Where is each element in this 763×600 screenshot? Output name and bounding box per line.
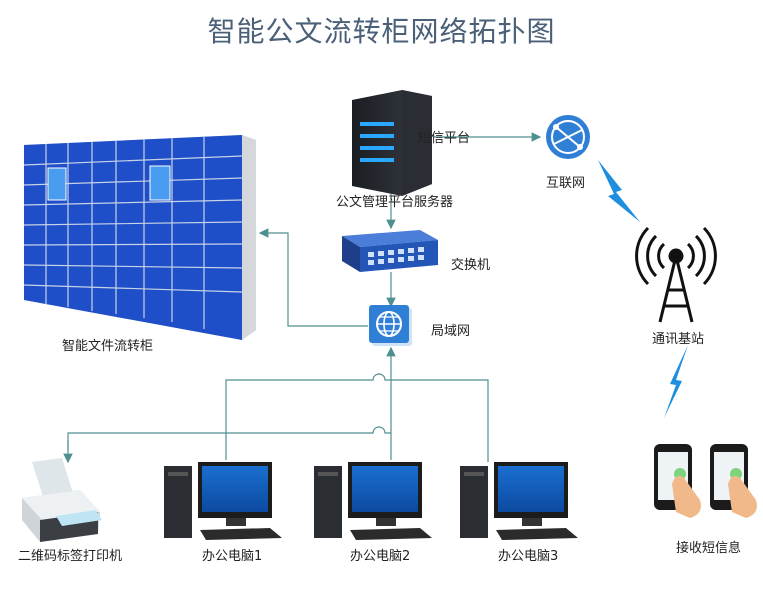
bolt-station-phones (664, 345, 688, 418)
pc2-label: 办公电脑2 (350, 549, 411, 564)
connection-lines (63, 132, 542, 464)
internet-label: 互联网 (546, 176, 586, 191)
bus-lower (67, 426, 391, 450)
pc3-icon (460, 462, 578, 540)
bus-upper (225, 373, 489, 462)
phones-icon (654, 444, 757, 518)
phone-left (654, 444, 701, 518)
switch-icon (342, 230, 438, 272)
printer-icon (22, 458, 102, 542)
server-label: 公文管理平台服务器 (336, 195, 454, 210)
sms-platform-label: 短信平台 (418, 131, 471, 146)
lan-icon (369, 305, 412, 346)
server-icon (352, 90, 432, 196)
locker-cabinet-icon (23, 135, 256, 340)
pc1-label: 办公电脑1 (202, 549, 263, 564)
pc2-icon (314, 462, 432, 540)
printer-label: 二维码标签打印机 (18, 549, 123, 564)
internet-globe-icon (546, 115, 590, 159)
switch-label: 交换机 (451, 258, 491, 273)
pc1-icon (164, 462, 282, 540)
lan-label: 局域网 (431, 324, 471, 339)
base-station-label: 通讯基站 (652, 332, 705, 347)
bolt-internet-station (598, 160, 640, 222)
sms-receive-label: 接收短信息 (676, 541, 742, 556)
wireless-signals (598, 160, 688, 418)
link-lan-cabinet (258, 228, 368, 327)
base-station-icon (635, 226, 717, 323)
phone-right (710, 444, 757, 518)
pc3-label: 办公电脑3 (498, 549, 559, 564)
diagram-title: 智能公文流转柜网络拓扑图 (207, 15, 556, 48)
cabinet-label: 智能文件流转柜 (62, 339, 154, 354)
